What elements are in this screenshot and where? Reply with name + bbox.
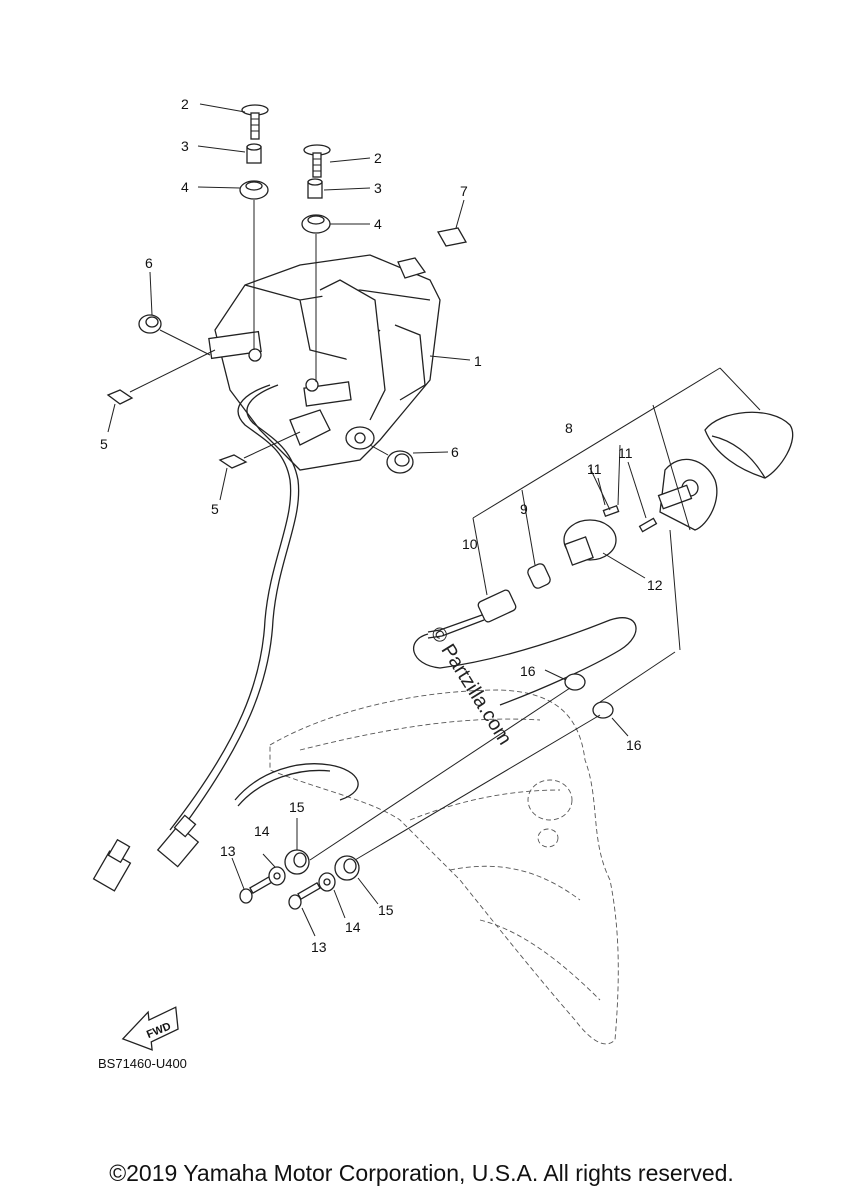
bulb-9 xyxy=(527,563,551,589)
callout-16-lower: 16 xyxy=(626,737,642,753)
collar-3-left xyxy=(246,143,262,164)
callout-11-a: 11 xyxy=(587,461,602,477)
callout-7: 7 xyxy=(460,183,468,199)
grommet-4-right xyxy=(301,214,331,234)
rubber-16-upper xyxy=(564,673,586,691)
callout-4-left: 4 xyxy=(181,179,189,195)
damper-6-left xyxy=(138,314,162,334)
callout-1: 1 xyxy=(474,353,482,369)
callout-5-lower: 5 xyxy=(211,501,219,517)
grommet-15-lower xyxy=(334,855,360,881)
callout-14-upper: 14 xyxy=(254,823,270,839)
callout-2-left: 2 xyxy=(181,96,189,112)
callout-10: 10 xyxy=(462,536,478,552)
watermark-text: © Partzilla.com xyxy=(426,623,516,749)
screw-11-a xyxy=(602,504,620,518)
callout-13-lower: 13 xyxy=(311,939,327,955)
collar-3-right xyxy=(307,178,323,199)
socket-cord-10 xyxy=(413,589,637,706)
screw-13-lower xyxy=(288,882,321,910)
callout-15-upper: 15 xyxy=(289,799,305,815)
grommet-4-left xyxy=(239,180,269,200)
callout-3-left: 3 xyxy=(181,138,189,154)
screw-11-b xyxy=(638,517,658,533)
damper-6-right xyxy=(386,450,414,474)
copyright-notice: ©2019 Yamaha Motor Corporation, U.S.A. A… xyxy=(109,1160,734,1186)
gasket-12 xyxy=(563,519,617,566)
screw-2-right xyxy=(303,144,331,178)
nut-5-lower xyxy=(218,454,248,469)
callout-6-right: 6 xyxy=(451,444,459,460)
callout-15-lower: 15 xyxy=(378,902,394,918)
housing-wire-harness xyxy=(92,384,359,892)
tail-light-housing xyxy=(208,254,441,471)
callout-13-upper: 13 xyxy=(220,843,236,859)
license-light-base xyxy=(657,458,718,531)
callout-16-upper: 16 xyxy=(520,663,536,679)
washer-14-lower xyxy=(318,872,336,892)
washer-14-upper xyxy=(268,866,286,886)
callout-3-right: 3 xyxy=(374,180,382,196)
callout-12: 12 xyxy=(647,577,663,593)
pad-7 xyxy=(436,227,468,247)
fwd-arrow-icon: FWD xyxy=(121,1006,179,1051)
callout-5-upper: 5 xyxy=(100,436,108,452)
callout-2-right: 2 xyxy=(374,150,382,166)
nut-5-upper xyxy=(106,389,134,405)
callout-6-left: 6 xyxy=(145,255,153,271)
callout-9: 9 xyxy=(520,501,528,517)
callout-4-right: 4 xyxy=(374,216,382,232)
rear-fender-outline xyxy=(269,689,619,1045)
grommet-15-upper xyxy=(284,849,310,875)
screw-2-left xyxy=(241,104,269,140)
screw-13-upper xyxy=(239,876,273,904)
callout-11-b: 11 xyxy=(618,445,633,461)
diagram-code: BS71460-U400 xyxy=(98,1056,187,1071)
license-light-lens-cover xyxy=(704,411,794,479)
rubber-16-lower xyxy=(592,701,614,719)
callout-8: 8 xyxy=(565,420,573,436)
callout-14-lower: 14 xyxy=(345,919,361,935)
